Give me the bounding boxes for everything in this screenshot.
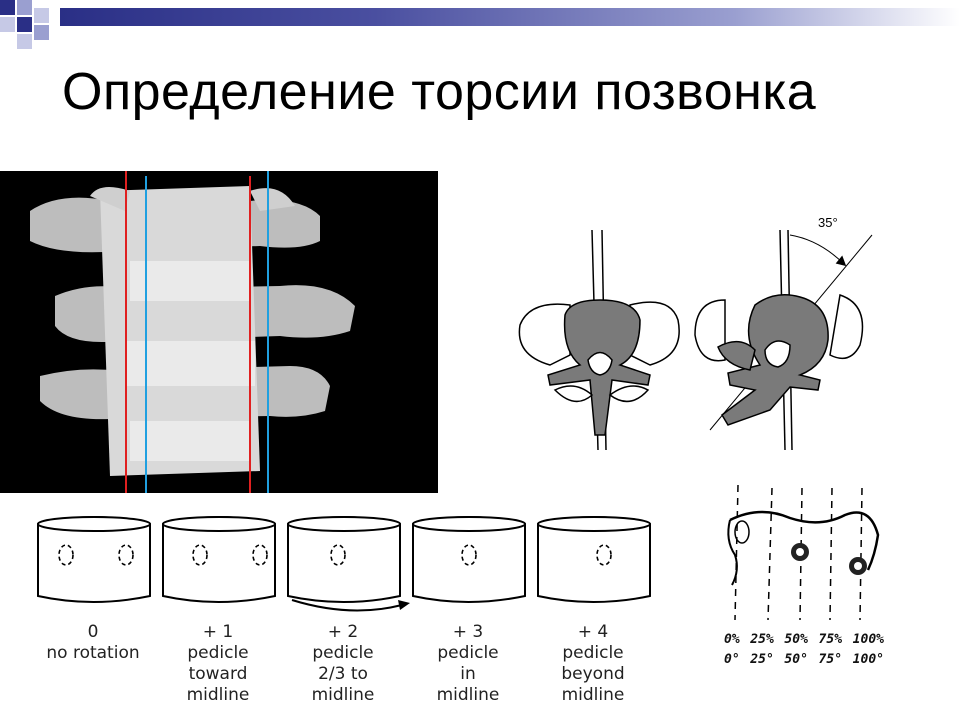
slide-title: Определение торсии позвонка <box>62 63 817 121</box>
decorative-corner-squares <box>0 0 49 49</box>
header-gradient-bar <box>60 8 960 26</box>
spine-xray-image <box>0 171 438 493</box>
grade-vertebrae-drawing <box>37 516 651 612</box>
vertebra-rotation-drawing: 35° <box>518 215 873 451</box>
pedicle-percentage-sketch <box>727 484 880 621</box>
sketch-percentage-labels: 0%25%50%75%100% 0°25°50°75°100° <box>724 632 884 667</box>
rotation-angle-label: 35° <box>818 215 838 230</box>
